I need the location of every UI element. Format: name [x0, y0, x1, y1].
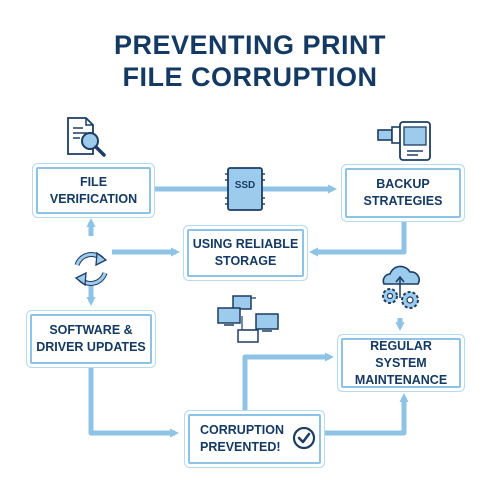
node-reliable-storage: USING RELIABLE STORAGE	[187, 229, 304, 277]
node-system-maintenance-line-1: REGULAR SYSTEM	[370, 338, 432, 370]
node-software-updates-line-2: DRIVER UPDATES	[36, 340, 146, 354]
arrow-backup-to-storage	[309, 220, 407, 257]
node-file-verification-line-2: VERIFICATION	[49, 191, 138, 206]
arrow-prevented-up-to-maintenance	[323, 393, 409, 436]
document-search-icon	[67, 117, 106, 157]
refresh-cycle-icon	[74, 251, 108, 287]
node-reliable-storage-line-1: USING RELIABLE	[192, 237, 299, 251]
arrow-updates-to-prevented	[88, 366, 179, 438]
node-regular-system-maintenance: REGULAR SYSTEM MAINTENANCE	[341, 338, 461, 388]
ssd-label: SSD	[234, 180, 256, 191]
node-backup-strategies-line-1: BACKUP	[376, 177, 430, 191]
usb-drive-icon	[377, 121, 431, 161]
node-file-verification: FILE VERIFICATION	[36, 167, 151, 214]
node-system-maintenance-line-2: MAINTENANCE	[354, 372, 448, 387]
node-software-updates-line-1: SOFTWARE &	[49, 323, 133, 337]
node-corruption-prevented-line-2: PREVENTED!	[200, 440, 281, 454]
network-computers-icon	[217, 295, 279, 343]
node-corruption-prevented-line-1: CORRUPTION	[200, 423, 285, 437]
node-corruption-prevented: CORRUPTION PREVENTED!	[188, 414, 321, 464]
ssd-icon	[225, 167, 265, 211]
diagram-title-line-1: PREVENTING PRINT	[113, 30, 387, 60]
arrow-prevented-to-maintenance	[242, 352, 334, 413]
cloud-gears-icon	[382, 265, 420, 309]
node-reliable-storage-line-2: STORAGE	[214, 254, 277, 268]
check-circle-icon	[292, 426, 316, 450]
diagram-title-line-2: FILE CORRUPTION	[122, 62, 378, 92]
node-file-verification-line-1: FILE	[79, 174, 108, 189]
node-backup-strategies-line-2: STRATEGIES	[363, 194, 443, 208]
node-backup-strategies: BACKUP STRATEGIES	[345, 168, 461, 218]
node-software-driver-updates: SOFTWARE & DRIVER UPDATES	[30, 314, 152, 364]
